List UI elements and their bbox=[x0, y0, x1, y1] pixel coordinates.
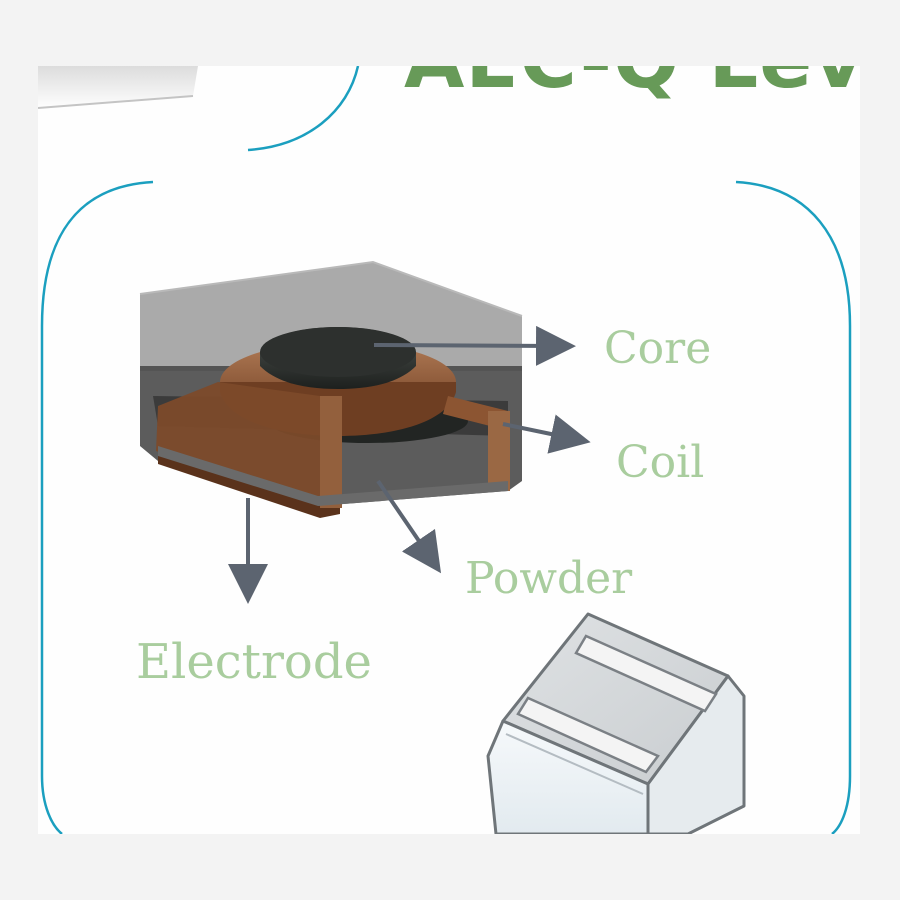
label-core: Core bbox=[604, 323, 712, 374]
label-electrode: Electrode bbox=[136, 634, 372, 690]
callout-arrows bbox=[228, 325, 591, 604]
arrow-core bbox=[373, 325, 576, 366]
slide-panel: AEC-Q Leve Core Coil Powder Electrode bbox=[38, 66, 860, 834]
teal-frame bbox=[40, 66, 852, 834]
arrow-coil bbox=[502, 414, 591, 454]
smd-inductor-package-icon bbox=[486, 612, 746, 834]
previous-slide-fragment bbox=[38, 66, 198, 109]
slide-title: AEC-Q Leve bbox=[404, 66, 860, 100]
label-powder: Powder bbox=[465, 553, 633, 604]
diagram-artwork bbox=[38, 66, 852, 834]
inductor-cutaway-icon bbox=[139, 260, 523, 518]
label-coil: Coil bbox=[616, 437, 705, 488]
arrow-powder bbox=[376, 479, 442, 574]
